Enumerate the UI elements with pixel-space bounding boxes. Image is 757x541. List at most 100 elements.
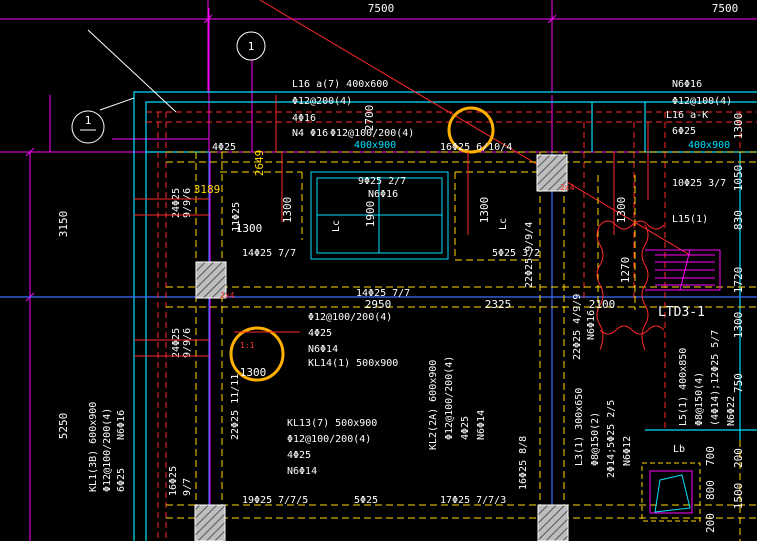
n6-16-center: N6Φ16 [586, 310, 597, 340]
lc-b: Lc [498, 218, 509, 230]
l16-right: L16 a-K [666, 110, 708, 121]
rebar-19-25: 19Φ25 7/7/5 [242, 495, 308, 506]
rebar-24-25a-layers: 9/9/6 [182, 188, 193, 218]
top-dimension-ticks [25, 14, 557, 302]
dim-830: 830 [732, 210, 745, 230]
l16-top: 4Φ16 [292, 113, 316, 124]
grid-lines-blue [0, 152, 757, 541]
rebar-9-25: 9Φ25 2/7 [358, 176, 406, 187]
annotations-white: L16 a(7) 400x600 Φ12@200(4) 4Φ16 N4 Φ16 … [88, 79, 737, 506]
kl14-n: N6Φ14 [308, 344, 338, 355]
floor-opening [310, 171, 449, 260]
kl13-stir: Φ12@100/200(4) [287, 434, 371, 445]
wall-size-a: 400x900 [354, 140, 396, 151]
hidden-beams [146, 111, 757, 541]
col-tag-a: 2x4 [220, 291, 235, 300]
dim-2700: 2700 [363, 105, 376, 132]
rebar-16-25: 16Φ25 6/10/4 [440, 142, 512, 153]
axis-bubble-1a[interactable]: 1 [236, 31, 266, 61]
dim-1270: 1270 [619, 257, 632, 284]
kl1-n: N6Φ16 [116, 410, 127, 440]
diagonal-leaders [87, 29, 177, 113]
rebar-22-25b: 22Φ25 4/9/9 [572, 294, 583, 360]
annotations-cyan: 400x900 400x900 [354, 140, 730, 151]
rebar-10-25: 10Φ25 3/7 [672, 178, 726, 189]
dim-1900: 1900 [364, 201, 377, 228]
dim-top-left: 7500 [368, 2, 395, 15]
l16-head: L16 a(7) 400x600 [292, 79, 388, 90]
rebar-11-25: 11Φ25 [231, 202, 242, 232]
rebar-16-25a: 16Φ25 [168, 466, 179, 496]
kl1-top: 6Φ25 [116, 468, 127, 492]
l5-stir: Φ8@150(4) [694, 372, 705, 426]
kl13-head: KL13(7) 500x900 [287, 418, 377, 429]
stair-outline [645, 249, 721, 291]
dim-1300-e: 1300 [732, 113, 745, 140]
lb-label: Lb [673, 444, 685, 455]
rebar-14-25b: 14Φ25 7/7 [356, 288, 410, 299]
dim-small-1300: 1300 [240, 366, 267, 379]
dim-mid-a: 2950 [365, 298, 392, 311]
l5-top: (4Φ14);12Φ25 5/7 [710, 330, 721, 426]
rebar-5-25: 5Φ25 3/2 [492, 248, 540, 259]
dim-1300-a: 1300 [281, 197, 294, 224]
dim-1720: 1720 [732, 267, 745, 294]
kl13-top: 4Φ25 [287, 450, 311, 461]
l16-stir: Φ12@200(4) [292, 96, 352, 107]
col-tag-b: 2x4 [560, 183, 575, 192]
dimension-lines [134, 95, 649, 357]
kl2-top: 4Φ25 [460, 416, 471, 440]
stir-right: Φ12@100(4) [672, 96, 732, 107]
dim-1300-d: 1300 [236, 222, 263, 235]
axis-bubble-label: 1 [248, 40, 255, 53]
rebar-22-25a: 22Φ25 9/9/4 [524, 222, 535, 288]
kl1-head: KL1(3B) 600x900 [88, 402, 99, 492]
dim-1050: 1050 [732, 165, 745, 192]
rebar-17-25: 17Φ25 7/7/3 [440, 495, 506, 506]
wavy-opening [596, 220, 665, 351]
dim-700: 700 [704, 446, 717, 466]
column-a [195, 261, 227, 299]
highlight-circle-left [229, 326, 285, 382]
l3-top: 2Φ14;5Φ25 2/5 [606, 400, 617, 478]
dim-mid-b: 2325 [485, 298, 512, 311]
l16-n: N4 Φ16 [292, 128, 328, 139]
stair-label-ltd3-1: LTD3-1 [658, 305, 705, 320]
dim-2649: 2649 [253, 150, 266, 177]
rebar-16-25a-layers: 9/7 [182, 478, 193, 496]
annotations-large[interactable]: LTD3-1 [658, 305, 705, 320]
axis-bubble-1b[interactable]: 1 [71, 110, 105, 144]
rebar-n6-16: N6Φ16 [368, 189, 398, 200]
columns [194, 154, 569, 541]
l16-stir2: Φ12@100/200(4) [330, 128, 414, 139]
dim-200: 200 [732, 448, 745, 468]
column-c [194, 504, 226, 541]
column-b [536, 154, 568, 192]
dimension-texts: 7500 7500 3150 5250 2950 2325 2100 1300 … [57, 2, 745, 533]
rebar-24-25a: 24Φ25 [171, 188, 182, 218]
kl13-n: N6Φ14 [287, 466, 317, 477]
dim-800: 800 [704, 480, 717, 500]
l5-n: N6Φ22 [726, 396, 737, 426]
rebar-4-25: 4Φ25 [212, 142, 236, 153]
dim-1300-f: 1300 [732, 312, 745, 339]
highlight-markers[interactable] [229, 106, 495, 382]
kl2-head: KL2(2A) 600x900 [428, 360, 439, 450]
small-red-tag: 1:1 [240, 341, 255, 350]
annotations-red: 1:1 2x4 2x4 [220, 183, 575, 350]
l5-head: L5(1) 400x850 [678, 348, 689, 426]
rebar-24-25b-layers: 9/9/6 [182, 328, 193, 358]
kl2-n: N6Φ14 [476, 410, 487, 440]
wall-size-b: 400x900 [688, 140, 730, 151]
rebar-22-25c: 22Φ25 11/11 [230, 374, 241, 440]
dim-left-upper: 3150 [57, 211, 70, 238]
dim-750: 750 [732, 373, 745, 393]
dim-1500: 1500 [732, 483, 745, 510]
kl1-stir: Φ12@100/200(4) [102, 408, 113, 492]
column-d [537, 504, 569, 541]
dim-top-right: 7500 [712, 2, 739, 15]
section-cut-line [259, 0, 691, 256]
kl2-stir: Φ12@100/200(4) [444, 356, 455, 440]
dim-1300-c: 1300 [615, 197, 628, 224]
